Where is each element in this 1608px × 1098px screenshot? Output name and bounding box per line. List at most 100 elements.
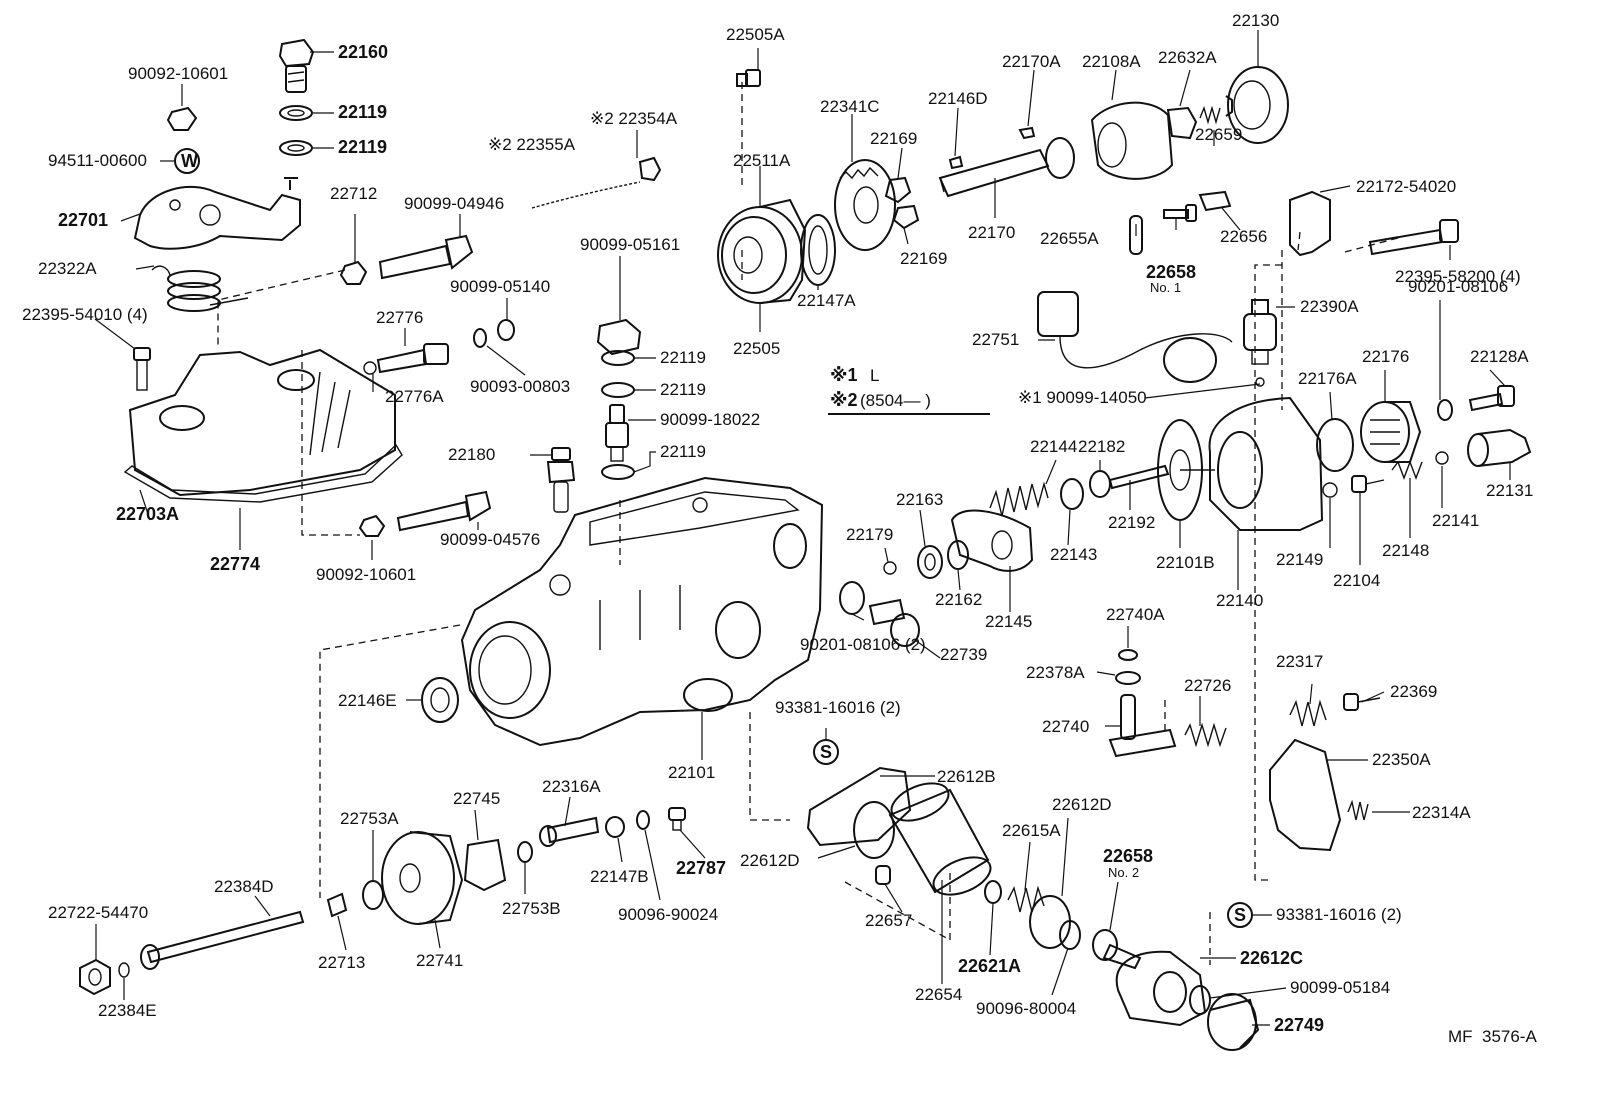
label-22192: 22192 bbox=[1108, 513, 1155, 532]
label-22612B: 22612B bbox=[937, 767, 996, 786]
valve-22104 bbox=[1351, 475, 1385, 493]
label-22774: 22774 bbox=[210, 554, 260, 574]
ring-22776A bbox=[363, 361, 377, 375]
label-22162: 22162 bbox=[935, 590, 982, 609]
cap-22749 bbox=[1207, 993, 1260, 1051]
label-22612C: 22612C bbox=[1240, 948, 1303, 968]
nut-90099-05140 bbox=[497, 319, 515, 341]
fitting-22176 bbox=[1360, 401, 1422, 463]
label-22119-a: 22119 bbox=[338, 102, 387, 122]
plate-22145 bbox=[950, 509, 1034, 572]
label-22659: 22659 bbox=[1195, 125, 1242, 144]
ring-90096-90024 bbox=[636, 810, 650, 830]
label-22740A: 22740A bbox=[1106, 605, 1165, 624]
label-22612D-a: 22612D bbox=[740, 851, 800, 870]
ring-90099-05184 bbox=[1189, 985, 1211, 1015]
label-22776: 22776 bbox=[376, 308, 423, 327]
screw-22658-no2 bbox=[1092, 929, 1142, 970]
diagram-code: MF 3576-A bbox=[1448, 1027, 1537, 1046]
washer-22182 bbox=[1089, 470, 1111, 498]
label-22131: 22131 bbox=[1486, 481, 1533, 500]
seal-22146E bbox=[421, 677, 459, 723]
drive-shaft-22170 bbox=[938, 137, 1075, 198]
label-22350A: 22350A bbox=[1372, 750, 1431, 769]
w-mark-text: W bbox=[181, 151, 198, 171]
weight-22169-b bbox=[892, 204, 920, 230]
label-22753B: 22753B bbox=[502, 899, 561, 918]
spring-22322A bbox=[151, 265, 249, 312]
bolt-22395-58200 bbox=[1368, 219, 1459, 256]
label-22317: 22317 bbox=[1276, 652, 1323, 671]
o-ring-90099-14050 bbox=[1255, 377, 1265, 387]
spring-22726 bbox=[1184, 722, 1227, 748]
label-22176A: 22176A bbox=[1298, 369, 1357, 388]
ring-22147B bbox=[605, 816, 625, 838]
label-22148: 22148 bbox=[1382, 541, 1429, 560]
valve-22180 bbox=[546, 447, 576, 513]
label-93381-16016-a: 93381-16016 (2) bbox=[775, 698, 901, 717]
label-22147A: 22147A bbox=[797, 291, 856, 310]
block-22713 bbox=[326, 892, 348, 918]
pin-22657 bbox=[875, 865, 891, 885]
governor-cover-22703A bbox=[128, 348, 396, 497]
label-22612D-b: 22612D bbox=[1052, 795, 1112, 814]
label-22395-58200: 22395-58200 (4) bbox=[1395, 267, 1521, 286]
label-22149: 22149 bbox=[1276, 550, 1323, 569]
label-90096-90024: 90096-90024 bbox=[618, 905, 718, 924]
washer-90093-00803 bbox=[473, 328, 487, 348]
label-90092-10601-b: 90092-10601 bbox=[316, 565, 416, 584]
weight-22169-a bbox=[884, 176, 912, 204]
gear-22341C bbox=[834, 159, 896, 251]
label-93381-16016-b: 93381-16016 (2) bbox=[1276, 905, 1402, 924]
legend-note2-text: (8504— ) bbox=[860, 391, 931, 410]
spring-22314A bbox=[1347, 799, 1369, 821]
label-22658-no2: 22658 bbox=[1103, 846, 1153, 866]
cam-22108A bbox=[1090, 101, 1174, 180]
spring-22317 bbox=[1289, 699, 1327, 727]
shaft-22316A bbox=[539, 816, 600, 847]
label-90099-14050: ※1 90099-14050 bbox=[1018, 388, 1147, 407]
label-22745: 22745 bbox=[453, 789, 500, 808]
ring-90096-80004 bbox=[1059, 920, 1081, 950]
label-22140: 22140 bbox=[1216, 591, 1263, 610]
label-22169-b: 22169 bbox=[900, 249, 947, 268]
label-22176: 22176 bbox=[1362, 347, 1409, 366]
label-22658-no2-sub: No. 2 bbox=[1108, 865, 1139, 880]
ring-22141 bbox=[1435, 451, 1449, 465]
label-22658-no1-sub: No. 1 bbox=[1150, 280, 1181, 295]
label-22726: 22726 bbox=[1184, 676, 1231, 695]
label-22655A: 22655A bbox=[1040, 229, 1099, 248]
bolt-90099-04576 bbox=[396, 490, 492, 532]
governor-cover-group bbox=[123, 38, 515, 537]
label-22505: 22505 bbox=[733, 339, 780, 358]
screw-22369 bbox=[1343, 693, 1381, 711]
label-22378A: 22378A bbox=[1026, 663, 1085, 682]
label-22776A: 22776A bbox=[385, 387, 444, 406]
label-22146D: 22146D bbox=[928, 89, 988, 108]
ring-22149 bbox=[1322, 482, 1338, 498]
label-22749: 22749 bbox=[1274, 1015, 1324, 1035]
label-22701: 22701 bbox=[58, 210, 108, 230]
plunger-22192 bbox=[1108, 464, 1170, 490]
ring-22384E bbox=[118, 962, 130, 978]
feed-pump-group bbox=[79, 807, 686, 996]
label-22108A: 22108A bbox=[1082, 52, 1141, 71]
label-90099-04576: 90099-04576 bbox=[440, 530, 540, 549]
nut-22722-54470 bbox=[79, 958, 111, 996]
o-ring-22612D-b bbox=[1029, 895, 1071, 949]
label-22741: 22741 bbox=[416, 951, 463, 970]
washer-22119-e bbox=[601, 464, 635, 480]
label-22145: 22145 bbox=[985, 612, 1032, 631]
o-ring-22176A bbox=[1316, 418, 1354, 472]
ring-22753B bbox=[517, 841, 533, 863]
spring-22144 bbox=[989, 481, 1049, 517]
timer-group bbox=[806, 739, 1260, 1051]
label-22104: 22104 bbox=[1333, 571, 1380, 590]
rod-22384D bbox=[140, 910, 305, 970]
adjuster-group bbox=[1108, 649, 1381, 852]
s-mark-b-text: S bbox=[1234, 905, 1246, 925]
screw-22658-no1 bbox=[1163, 204, 1197, 222]
label-22141: 22141 bbox=[1432, 511, 1479, 530]
seat-22143 bbox=[1060, 478, 1084, 510]
label-22384D: 22384D bbox=[214, 877, 274, 896]
